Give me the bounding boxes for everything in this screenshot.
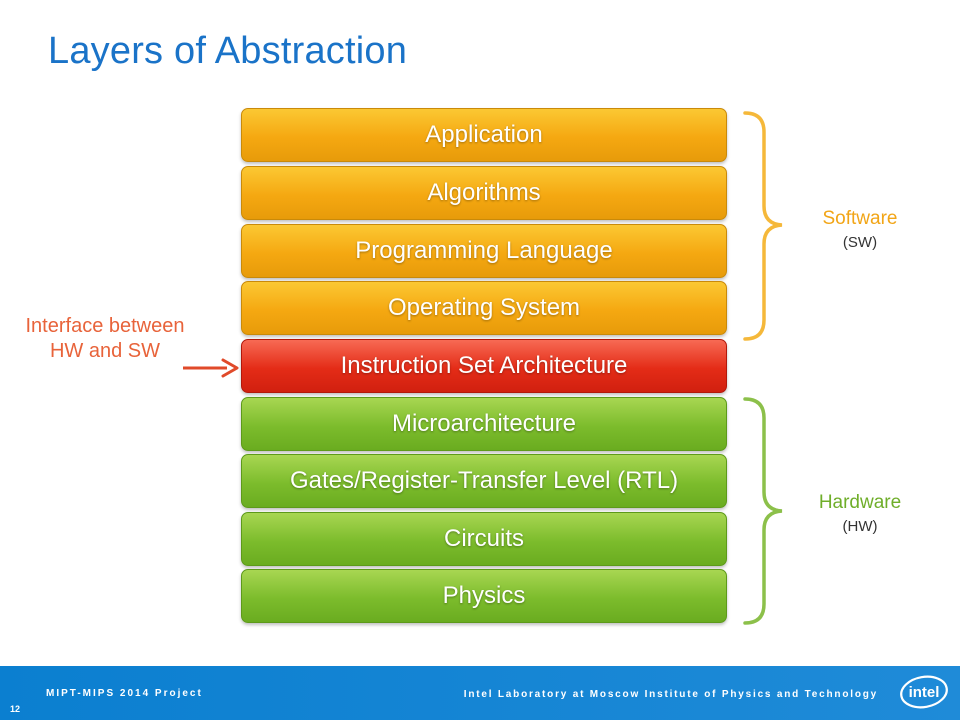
page-number: 12 — [10, 704, 21, 714]
layer-programming-language: Programming Language — [241, 224, 727, 278]
layer-physics: Physics — [241, 569, 727, 623]
layer-circuits: Circuits — [241, 512, 727, 566]
hardware-abbr: (HW) — [842, 518, 878, 535]
layer-application: Application — [241, 108, 727, 162]
slide-title: Layers of Abstraction — [48, 30, 408, 72]
hardware-title: Hardware — [818, 492, 902, 513]
hardware-brace-icon — [743, 397, 783, 625]
footer-bar: MIPT-MIPS 2014 Project 12 Intel Laborato… — [0, 666, 960, 720]
footer-project: MIPT-MIPS 2014 Project — [46, 688, 203, 699]
intel-logo-text: intel — [909, 684, 940, 701]
layer-algorithms: Algorithms — [241, 166, 727, 220]
software-brace-icon — [743, 111, 783, 341]
layer-instruction-set-architecture: Instruction Set Architecture — [241, 339, 727, 393]
software-label: Software (SW) — [790, 208, 930, 251]
interface-label: Interface between HW and SW — [25, 315, 185, 362]
software-abbr: (SW) — [842, 234, 878, 251]
hardware-label: Hardware (HW) — [790, 492, 930, 535]
layer-microarchitecture: Microarchitecture — [241, 397, 727, 451]
layer-operating-system: Operating System — [241, 281, 727, 335]
layer-gates-rtl: Gates/Register-Transfer Level (RTL) — [241, 454, 727, 508]
arrow-right-icon — [183, 358, 239, 378]
software-title: Software — [822, 208, 898, 229]
footer-institution: Intel Laboratory at Moscow Institute of … — [463, 689, 878, 700]
intel-logo-icon: intel — [900, 675, 948, 709]
